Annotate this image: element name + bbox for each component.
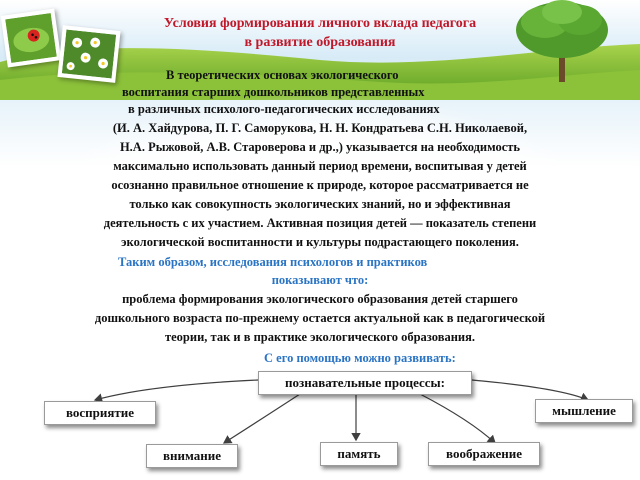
title-line-1: Условия формирования личного вклада педа… (163, 16, 477, 31)
body-line: экологической воспитанности и культуры п… (121, 235, 519, 249)
arrow-to-thinking (471, 379, 590, 402)
cognitive-processes-box: познавательные процессы: (258, 371, 472, 395)
conclusion-intro-2: показывают что: (271, 273, 369, 287)
body-line: (И. А. Хайдурова, П. Г. Саморукова, Н. Н… (112, 121, 528, 135)
perception-box: восприятие (44, 401, 156, 425)
body-line: осознанно правильное отношение к природе… (111, 178, 529, 192)
arrow-to-imagination (419, 393, 496, 444)
title-line-2: в развитие образования (244, 35, 396, 50)
body-line: Н.А. Рыжовой, А.В. Староверова и др.,) у… (119, 140, 521, 154)
conclusion-line: теории, так и в практике экологического … (164, 330, 475, 344)
arrow-to-perception (93, 379, 259, 403)
body-line: максимально использовать данный период в… (113, 159, 527, 173)
arrow-to-attention (222, 393, 301, 444)
body-line: В теоретических основах экологического (166, 68, 399, 82)
slide-title: Условия формирования личного вклада педа… (100, 14, 540, 52)
attention-box: внимание (146, 444, 238, 468)
thinking-box: мышление (535, 399, 633, 423)
body-line: деятельность с их участием. Активная поз… (103, 216, 537, 230)
conclusion-line: дошкольного возраста по-прежнему остаетс… (94, 311, 546, 325)
conclusion-intro: Таким образом, исследования психологов и… (118, 255, 428, 269)
conclusion-line: проблема формирования экологического обр… (122, 292, 518, 306)
flowers-photo (57, 25, 121, 83)
ladybug-leaf-image (5, 13, 57, 63)
memory-box: память (320, 442, 398, 466)
body-line: в различных психолого-педагогических исс… (128, 102, 440, 116)
body-line: только как совокупность экологических зн… (129, 197, 511, 211)
diagram-heading: С его помощью можно развивать: (264, 351, 456, 365)
daisies-image (61, 29, 117, 79)
body-line: воспитания старших дошкольников представ… (122, 85, 425, 99)
ladybug-photo (0, 8, 62, 68)
imagination-box: воображение (428, 442, 540, 466)
